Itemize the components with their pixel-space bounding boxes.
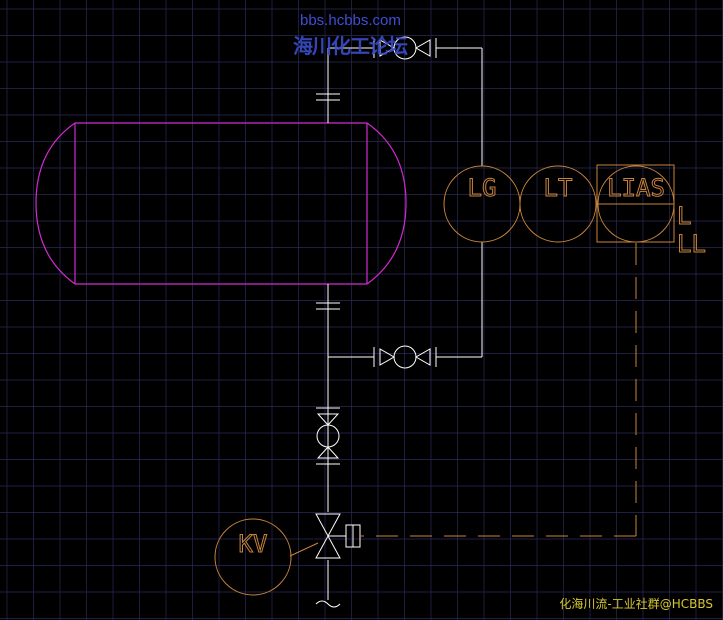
alarm-lowlow-label: LL [677, 230, 706, 258]
watermark-name: 海川化工论坛 [293, 34, 408, 58]
kv-label: KV [239, 530, 268, 558]
lt-label: LT [544, 174, 573, 202]
alarm-low-label: L [677, 202, 691, 230]
control-valve-bubble[interactable] [214, 518, 292, 596]
signal-line [360, 243, 637, 537]
footer-credit: 化海川流-工业社群@HCBBS [559, 597, 713, 611]
lias-instrument[interactable] [596, 164, 675, 243]
watermark-url: bbs.hcbbs.com [300, 12, 401, 29]
level-control-valve[interactable] [315, 513, 361, 559]
horizontal-vessel [35, 122, 407, 285]
drain-isolation-valve[interactable] [316, 407, 340, 465]
lias-label: LIAS [607, 174, 665, 202]
piping [315, 47, 483, 608]
top-isolation-valve[interactable] [373, 36, 437, 60]
lower-isolation-valve[interactable] [373, 345, 437, 369]
level-transmitter-bubble[interactable] [519, 165, 597, 243]
lg-label: LG [468, 174, 497, 202]
